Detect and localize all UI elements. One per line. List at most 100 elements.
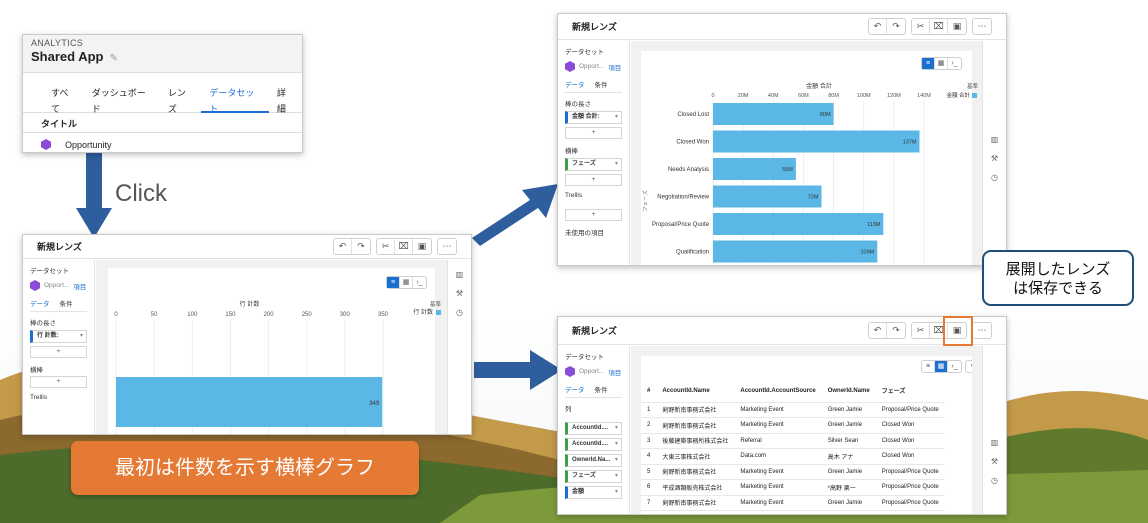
items-link[interactable]: 項目 <box>608 64 622 72</box>
tab-lenses[interactable]: レンズ <box>167 88 186 114</box>
add-group-button[interactable]: + <box>30 376 87 388</box>
table-header[interactable]: OwnerId.Name <box>821 380 876 403</box>
tab-filter[interactable]: 条件 <box>59 301 73 308</box>
chart-view-icon[interactable]: ≡ <box>922 58 935 69</box>
pin-icon[interactable]: ⌧ <box>395 239 413 254</box>
redo-icon[interactable]: ↷ <box>357 241 365 251</box>
x-tick-label: 150 <box>225 312 236 318</box>
add-group-button[interactable]: + <box>565 174 622 186</box>
x-tick-label: 140M <box>917 93 931 99</box>
table-cell: Marketing Event <box>734 479 822 496</box>
table-cell: 1 <box>641 402 657 418</box>
lens-title: 新規レンズ <box>572 326 617 336</box>
chevron-down-icon[interactable]: ▾ <box>966 361 972 372</box>
measure-pill[interactable]: 金額 合計:▾ <box>565 111 622 124</box>
tab-all[interactable]: すべて <box>51 88 69 114</box>
chart-view-icon[interactable]: ≡ <box>922 361 935 372</box>
chart-type-icon[interactable]: ▥ <box>990 438 999 447</box>
undo-icon[interactable]: ↶ <box>869 323 887 338</box>
app-tabs: すべて ダッシュボード レンズ データセット 詳細 <box>23 73 302 114</box>
history-icon[interactable]: ◷ <box>991 476 998 485</box>
redo-icon[interactable]: ↷ <box>892 21 900 31</box>
undo-icon[interactable]: ↶ <box>869 19 887 34</box>
items-link[interactable]: 項目 <box>608 369 622 377</box>
y-axis-title: フェーズ <box>641 190 649 212</box>
lens-table-panel: 新規レンズ ↶↷ ✂⌧▣ ⋯ データセット Opport...項目 データ条件 … <box>557 316 1007 515</box>
group-pill[interactable]: フェーズ▾ <box>565 158 622 171</box>
tab-datasets[interactable]: データセット <box>201 85 269 114</box>
dataset-selector[interactable]: Opport...項目 <box>30 280 87 291</box>
more-icon[interactable]: ⋯ <box>442 241 452 251</box>
right-arrow-icon <box>474 350 562 390</box>
table-cell: 剣野新南事務式会社 <box>656 495 735 511</box>
bubble-line: 展開したレンズ <box>1005 261 1111 278</box>
table-view-icon[interactable]: ▦ <box>935 58 948 69</box>
table-view-icon[interactable]: ▦ <box>400 277 413 288</box>
table-cell: Green Jamie <box>821 402 876 418</box>
dataset-row-opportunity[interactable]: Opportunity <box>23 133 302 152</box>
measure-pill[interactable]: 行 計数:▾ <box>30 330 87 343</box>
save-icon[interactable]: ▣ <box>417 241 427 251</box>
tab-details[interactable]: 詳細 <box>276 88 286 114</box>
pin-icon[interactable]: ⌧ <box>930 323 948 338</box>
dataset-name[interactable]: Opportunity <box>65 139 112 150</box>
cut-icon[interactable]: ✂ <box>377 239 395 254</box>
edit-pencil-icon[interactable]: ✎ <box>109 53 118 64</box>
cut-icon[interactable]: ✂ <box>912 19 930 34</box>
format-icon[interactable]: ⚒ <box>455 289 464 298</box>
history-icon[interactable]: ◷ <box>991 173 998 182</box>
chart-view-icon[interactable]: ≡ <box>387 277 400 288</box>
pin-icon[interactable]: ⌧ <box>930 19 948 34</box>
query-view-icon[interactable]: ›_ <box>951 363 958 370</box>
column-pill[interactable]: AccountId....▾ <box>565 422 622 435</box>
table-header[interactable]: フェーズ <box>875 380 945 403</box>
tab-data[interactable]: データ <box>30 301 50 308</box>
table-view-icon[interactable]: ▦ <box>935 361 948 372</box>
query-view-icon[interactable]: ›_ <box>951 60 958 67</box>
query-view-icon[interactable]: ›_ <box>416 279 423 286</box>
tab-filter[interactable]: 条件 <box>594 387 608 394</box>
tab-data[interactable]: データ <box>565 387 585 394</box>
table-cell: Referral <box>734 433 822 449</box>
column-pill[interactable]: 金額▾ <box>565 486 622 499</box>
save-icon[interactable]: ▣ <box>952 325 962 335</box>
column-pill[interactable]: OwnerId.Na...▾ <box>565 454 622 467</box>
chart-type-icon[interactable]: ▥ <box>990 135 999 144</box>
chevron-down-icon: ▾ <box>614 457 618 463</box>
more-icon[interactable]: ⋯ <box>977 325 987 335</box>
tab-dashboards[interactable]: ダッシュボード <box>91 88 146 114</box>
format-icon[interactable]: ⚒ <box>990 154 999 163</box>
lens-amount-panel: 新規レンズ ↶↷ ✂⌧▣ ⋯ データセット Opport...項目 データ条件 … <box>557 13 1007 266</box>
dataset-selector[interactable]: Opport...項目 <box>565 366 622 377</box>
tab-filter[interactable]: 条件 <box>594 82 608 89</box>
undo-icon[interactable]: ↶ <box>334 239 352 254</box>
history-icon[interactable]: ◷ <box>456 308 463 317</box>
cut-icon[interactable]: ✂ <box>912 323 930 338</box>
items-link[interactable]: 項目 <box>73 283 87 291</box>
trellis-label: Trellis <box>30 394 48 401</box>
chart-type-icon[interactable]: ▥ <box>455 270 464 279</box>
format-icon[interactable]: ⚒ <box>990 457 999 466</box>
column-pill[interactable]: フェーズ▾ <box>565 470 622 483</box>
save-icon[interactable]: ▣ <box>952 21 962 31</box>
column-pill[interactable]: AccountId....▾ <box>565 438 622 451</box>
tab-data[interactable]: データ <box>565 82 585 89</box>
add-measure-button[interactable]: + <box>565 127 622 139</box>
table-header[interactable]: AccountId.Name <box>656 380 735 403</box>
add-trellis-button[interactable]: + <box>565 209 622 221</box>
add-measure-button[interactable]: + <box>30 346 87 358</box>
dataset-selector[interactable]: Opport...項目 <box>565 61 622 72</box>
redo-icon[interactable]: ↷ <box>892 325 900 335</box>
table-header[interactable]: # <box>641 380 657 403</box>
table-header[interactable]: AccountId.AccountSource <box>734 380 822 403</box>
more-icon[interactable]: ⋯ <box>977 21 987 31</box>
table-cell: Marketing Event <box>734 495 822 511</box>
table-cell: 2 <box>641 417 657 434</box>
